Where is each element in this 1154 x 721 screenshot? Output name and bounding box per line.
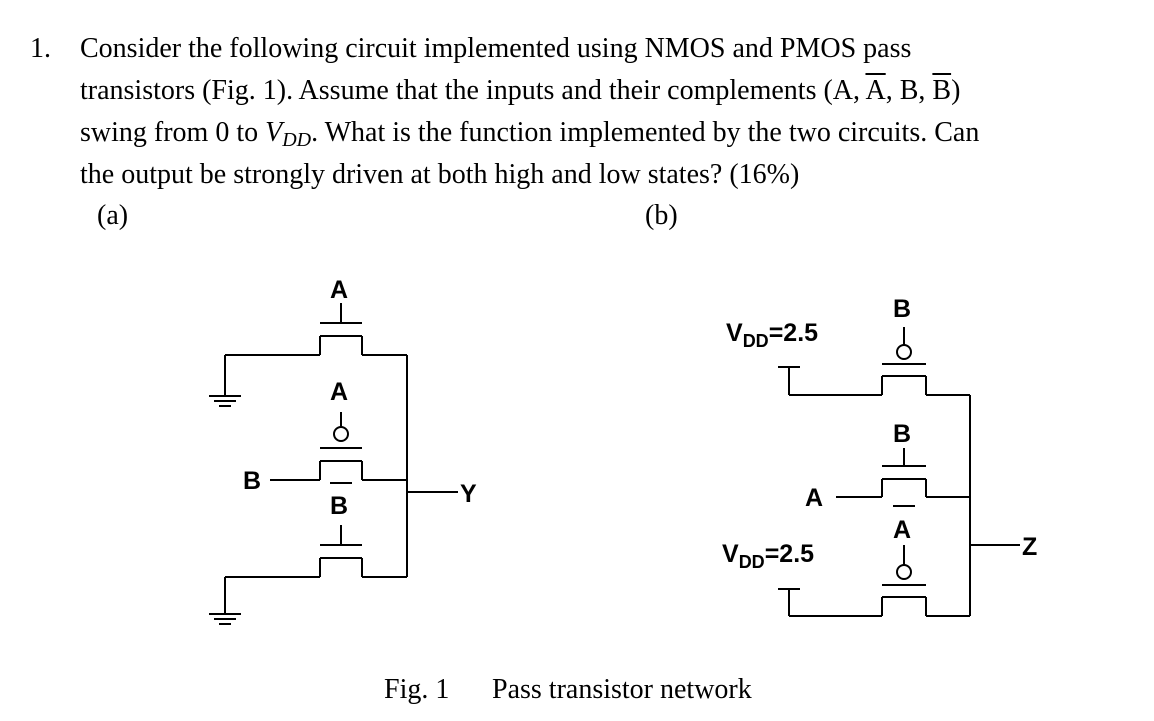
pmos-mid-transistor — [270, 412, 407, 481]
part-b-label: (b) — [645, 200, 678, 231]
vdd-v: V — [265, 117, 283, 148]
b-bar: B — [932, 75, 952, 106]
nmos-bot-transistor — [225, 525, 407, 578]
ground-symbol-bottom — [209, 577, 241, 625]
gate-bbar-label: B — [330, 492, 348, 520]
line2-text-a: transistors (Fig. 1). Assume that the in… — [80, 75, 866, 106]
output-z-label: Z — [1022, 533, 1037, 561]
gate-b-top-label: B — [893, 295, 911, 323]
pmos-top-transistor-b — [789, 327, 970, 396]
ground-symbol-top — [209, 355, 241, 407]
figure-number: Fig. 1 — [384, 674, 450, 705]
question-line-4: the output be strongly driven at both hi… — [80, 159, 800, 190]
a-bar: A — [865, 75, 886, 106]
pmos-bot-transistor-b — [789, 545, 970, 617]
line3-text-b: . What is the function implemented by th… — [311, 117, 980, 148]
gate-a-top-label: A — [330, 276, 348, 304]
input-b-label: B — [243, 467, 261, 495]
gate-a-mid-label: A — [330, 378, 348, 406]
line2-text-b: , B, — [885, 75, 933, 106]
question-line-3: swing from 0 to VDD. What is the functio… — [80, 112, 979, 161]
question-number: 1. — [30, 33, 51, 64]
line3-text-a: swing from 0 to — [80, 117, 266, 148]
gate-abar-label: A — [893, 516, 911, 544]
vdd-top-label: VDD=2.5 — [726, 319, 818, 351]
input-a-label: A — [805, 484, 823, 512]
line2-text-c: ) — [951, 75, 961, 106]
nmos-top-transistor — [225, 303, 407, 356]
vdd-sub: DD — [282, 129, 312, 151]
gate-b-mid-label: B — [893, 420, 911, 448]
vdd-bot-label: VDD=2.5 — [722, 540, 814, 572]
figure-title: Pass transistor network — [492, 674, 752, 705]
question-line-2: transistors (Fig. 1). Assume that the in… — [80, 70, 960, 112]
circuit-a — [209, 303, 458, 625]
nmos-mid-transistor-b — [836, 448, 970, 498]
circuit-b — [778, 327, 1020, 617]
part-a-label: (a) — [97, 200, 129, 231]
question-line-1: Consider the following circuit implement… — [80, 33, 912, 64]
output-y-label: Y — [460, 480, 477, 508]
